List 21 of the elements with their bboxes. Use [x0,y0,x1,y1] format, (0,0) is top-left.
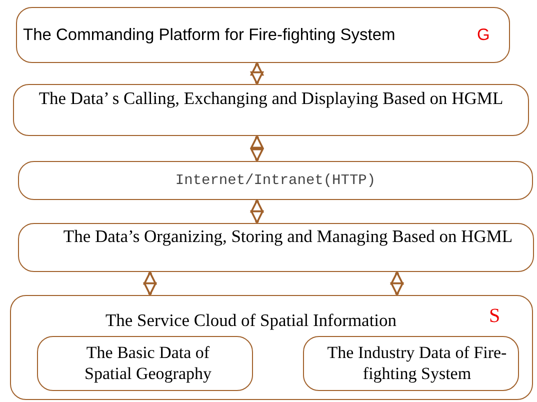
layer-label: Internet/Intranet(HTTP) [174,172,377,191]
layer-label: The Industry Data of Fire-fighting System [326,342,508,384]
layer-label: The Commanding Platform for Fire-fighting System [23,25,396,46]
layer-label: The Data’ s Calling, Exchanging and Displaying Based on HGML [38,88,504,109]
data-box [303,336,519,391]
double-arrow [250,136,264,162]
double-arrow [250,200,264,224]
layer-label: The Service Cloud of Spatial Information [104,310,398,331]
double-arrow [390,272,404,296]
layer-box [16,7,510,63]
double-arrow [250,62,264,84]
layer-box [18,161,533,200]
layer-label: The Basic Data of Spatial Geography [84,342,212,384]
double-arrow [144,272,156,296]
layer-label: The Data’s Organizing, Storing and Managing Based on HGML [62,226,514,247]
letter-marker: G [477,25,491,46]
letter-marker: S [489,306,502,327]
layer-box [10,295,533,400]
layer-box [18,223,534,272]
data-box [37,336,253,391]
layer-box [13,84,529,136]
